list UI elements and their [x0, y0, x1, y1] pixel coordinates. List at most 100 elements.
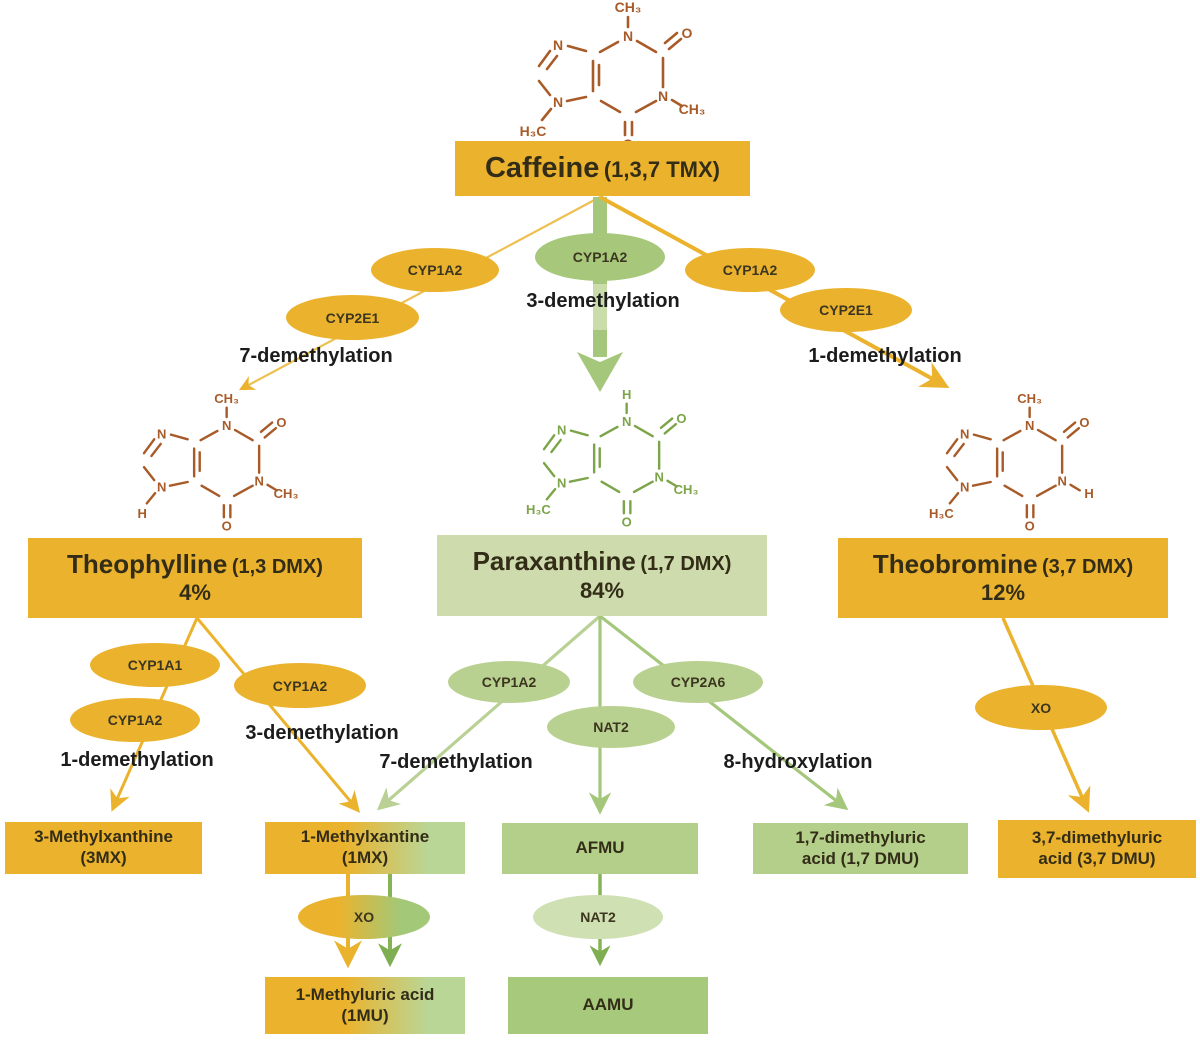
aamu-box: AAMU — [508, 977, 708, 1034]
1mu-line1: 1-Methyluric acid — [295, 984, 435, 1004]
37dmu-box: 3,7-dimethyluric acid (3,7 DMU) — [998, 820, 1196, 878]
17dmu-box: 1,7-dimethyluric acid (1,7 DMU) — [753, 823, 968, 874]
enzyme-oval-cyp1a2: CYP1A2 — [448, 661, 570, 703]
atom-n: N — [553, 37, 563, 53]
substituent-n1: CH₃ — [274, 486, 299, 501]
theobromine-title: Theobromine — [872, 548, 1038, 579]
enzyme-label: NAT2 — [580, 909, 616, 925]
atom-n: N — [157, 426, 166, 441]
1mx-box: 1-Methylxantine (1MX) — [265, 822, 465, 874]
enzyme-oval-cyp2a6: CYP2A6 — [633, 661, 763, 703]
enzyme-label: XO — [353, 909, 375, 925]
afmu-label: AFMU — [575, 838, 625, 858]
reaction-label-8-hydroxylation: 8-hydroxylation — [723, 751, 873, 773]
theophylline-box: Theophylline (1,3 DMX) 4% — [28, 538, 362, 618]
atom-o: O — [222, 518, 232, 533]
caffeine-structure: N N N N O O CH₃ CH₃ H₃C — [520, 0, 706, 152]
reaction-label-1-demethylation: 1-demethylation — [60, 749, 214, 771]
enzyme-oval-cyp1a2: CYP1A2 — [685, 248, 815, 292]
substituent-n3: CH₃ — [615, 0, 642, 15]
substituent-n7: H₃C — [929, 506, 954, 521]
37dmu-line2: acid (3,7 DMU) — [1038, 849, 1156, 868]
enzyme-oval-nat2: NAT2 — [533, 895, 663, 939]
paraxanthine-box: Paraxanthine (1,7 DMX) 84% — [437, 535, 767, 616]
substituent-n3: CH₃ — [214, 391, 239, 406]
atom-n: N — [622, 414, 631, 429]
theobromine-box: Theobromine (3,7 DMX) 12% — [838, 538, 1168, 618]
atom-o: O — [1025, 518, 1035, 533]
theophylline-structure: N N N N O O CH₃ CH₃ H — [137, 391, 299, 533]
arrow-caffeine-to-paraxanthine-head — [577, 352, 623, 392]
caffeine-box: Caffeine (1,3,7 TMX) — [455, 141, 750, 196]
substituent-n1: H — [1084, 486, 1093, 501]
arrow-caffeine-to-theophylline — [238, 196, 601, 391]
atom-n: N — [654, 470, 663, 485]
caffeine-sub: (1,3,7 TMX) — [603, 156, 720, 182]
theophylline-sub: (1,3 DMX) — [231, 555, 323, 578]
atom-n: N — [557, 422, 566, 437]
reaction-label-1-demethylation: 1-demethylation — [808, 345, 962, 367]
theobromine-structure: N N N N O O CH₃ H H₃C — [929, 391, 1094, 533]
arrow-caffeine-to-paraxanthine-shaft-light — [593, 284, 607, 330]
atom-n: N — [557, 475, 566, 490]
atom-n: N — [658, 88, 668, 104]
paraxanthine-structure: N N N N O O H CH₃ H₃C — [526, 387, 699, 529]
atom-n: N — [553, 94, 563, 110]
substituent-n7: H₃C — [520, 123, 547, 139]
enzyme-oval-cyp1a2: CYP1A2 — [535, 233, 665, 281]
enzyme-oval-cyp1a2: CYP1A2 — [70, 698, 200, 742]
substituent-n7: H — [137, 506, 146, 521]
17dmu-line2: acid (1,7 DMU) — [801, 848, 920, 868]
atom-n: N — [1057, 474, 1066, 489]
atom-o: O — [682, 25, 693, 41]
arrow-paraxanthine-to-17dmu — [599, 614, 849, 811]
enzyme-oval-nat2: NAT2 — [547, 706, 675, 748]
enzyme-label: CYP1A2 — [407, 262, 463, 278]
caffeine-title-line: Caffeine (1,3,7 TMX) — [485, 151, 720, 186]
17dmu-line1: 1,7-dimethyluric — [795, 827, 926, 847]
atom-o: O — [676, 411, 686, 426]
atom-o: O — [1079, 415, 1089, 430]
reaction-label-7-demethylation: 7-demethylation — [239, 345, 393, 367]
37dmu-line1: 3,7-dimethyluric — [1031, 828, 1163, 848]
substituent-n7: H₃C — [526, 502, 551, 517]
paraxanthine-percent: 84% — [579, 577, 625, 603]
theophylline-title-line: Theophylline (1,3 DMX) — [67, 549, 323, 581]
1mx-line1: 1-Methylxantine — [300, 827, 430, 847]
1mu-box: 1-Methyluric acid (1MU) — [265, 977, 465, 1034]
enzyme-label: CYP1A2 — [572, 249, 628, 265]
atom-o: O — [622, 514, 632, 529]
enzyme-label: NAT2 — [593, 719, 629, 735]
theobromine-percent: 12% — [980, 580, 1026, 606]
theophylline-title: Theophylline — [67, 548, 228, 579]
paraxanthine-sub: (1,7 DMX) — [640, 553, 732, 576]
enzyme-label: CYP1A2 — [722, 262, 778, 278]
arrow-theophylline-to-1mx — [195, 617, 361, 813]
atom-n: N — [157, 479, 166, 494]
enzyme-label: CYP2E1 — [325, 309, 380, 326]
enzyme-oval-cyp2e1: CYP2E1 — [286, 295, 419, 340]
theophylline-percent: 4% — [179, 580, 211, 606]
atom-n: N — [254, 474, 263, 489]
atom-n: N — [960, 479, 969, 494]
arrow-paraxanthine-to-1mx — [376, 614, 602, 811]
theobromine-title-line: Theobromine (3,7 DMX) — [873, 549, 1133, 581]
aamu-label: AAMU — [582, 995, 634, 1015]
enzyme-label: CYP2E1 — [819, 302, 873, 318]
3mx-line1: 3-Methylxanthine — [34, 827, 173, 847]
1mu-line2: (1MU) — [341, 1005, 389, 1025]
paraxanthine-title: Paraxanthine — [472, 546, 636, 577]
atom-n: N — [960, 426, 969, 441]
enzyme-oval-xo: XO — [975, 685, 1107, 730]
enzyme-oval-cyp2e1: CYP2E1 — [780, 288, 912, 332]
enzyme-label: XO — [1030, 699, 1052, 716]
theobromine-sub: (3,7 DMX) — [1042, 555, 1134, 578]
enzyme-label: CYP1A2 — [107, 712, 163, 728]
atom-n: N — [1025, 418, 1034, 433]
reaction-label-7-demethylation: 7-demethylation — [379, 751, 533, 773]
enzyme-label: CYP1A2 — [481, 674, 537, 690]
reaction-label-3-demethylation: 3-demethylation — [526, 290, 680, 312]
substituent-n1: CH₃ — [674, 482, 699, 497]
atom-n: N — [222, 418, 231, 433]
